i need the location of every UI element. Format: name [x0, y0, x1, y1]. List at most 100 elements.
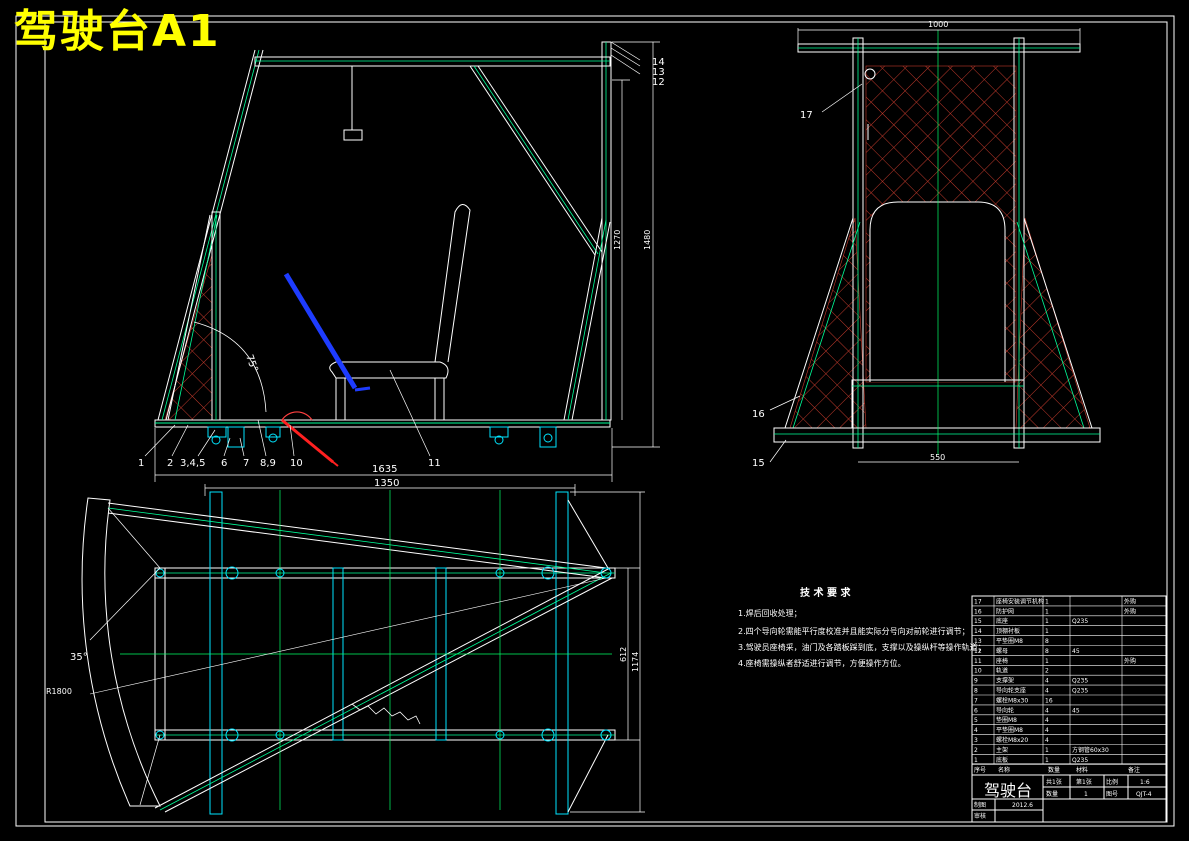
- side-label-13: 13: [652, 67, 665, 78]
- bom-cell-name: 螺栓M8x20: [996, 736, 1028, 744]
- bom-sheet-label: 共1张: [1046, 778, 1062, 786]
- bom-cell-mat: Q235: [1072, 618, 1088, 625]
- bom-cell-mat: Q235: [1072, 678, 1088, 685]
- bom-cell-qty: 1: [1045, 757, 1049, 764]
- bom-cell-qty: 1: [1045, 598, 1049, 605]
- bom-cell-note: 外购: [1124, 657, 1136, 665]
- bom-sheet: 第1张: [1076, 778, 1092, 786]
- side-label-8-9: 8,9: [260, 458, 276, 469]
- side-label-1: 1: [138, 458, 144, 469]
- bom-cell-no: 11: [974, 658, 982, 665]
- bom-cell-name: 顶棚衬板: [996, 627, 1020, 635]
- bom-cell-qty: 8: [1045, 648, 1049, 655]
- bom-cell-name: 防护网: [996, 607, 1014, 615]
- bom-cell-qty: 1: [1045, 658, 1049, 665]
- bom-cell-qty: 4: [1045, 707, 1049, 714]
- bom-cell-mat: 45: [1072, 707, 1080, 714]
- bom-header-note: 备注: [1128, 766, 1140, 774]
- bom-title: 驾驶台: [984, 781, 1032, 800]
- bom-cell-name: 螺母: [996, 647, 1008, 655]
- cabin-door: [869, 201, 1006, 382]
- swing-arc: [81, 497, 161, 807]
- side-label-10: 10: [290, 458, 303, 469]
- dim-612: 612: [619, 647, 628, 662]
- bom-cell-no: 5: [974, 717, 978, 724]
- bom-drawn-label: 制图: [974, 801, 986, 809]
- bom-cell-no: 16: [974, 608, 982, 615]
- bom-cell-name: 座椅安装调节机构: [996, 597, 1044, 605]
- front-view: 1000 550 17 16 15: [752, 20, 1101, 469]
- bom-cell-no: 13: [974, 638, 982, 645]
- bom-cell-name: 轨道: [996, 667, 1008, 675]
- bom-header-name: 名称: [998, 766, 1010, 774]
- bom-cell-note: 外购: [1124, 597, 1136, 605]
- bom-cell-no: 4: [974, 727, 978, 734]
- bom-header-mat: 材料: [1076, 766, 1088, 774]
- bom-cell-qty: 1: [1045, 608, 1049, 615]
- bom-cell-no: 10: [974, 668, 982, 675]
- bom-cell-qty: 1: [1045, 618, 1049, 625]
- bom-cell-qty: 8: [1045, 638, 1049, 645]
- bom-cell-name: 导向轮: [996, 706, 1014, 714]
- side-label-3-4-5: 3,4,5: [180, 458, 205, 469]
- side-label-6: 6: [221, 458, 227, 469]
- tech-requirements: 技 术 要 求 1.焊后回收处理； 2.四个导向轮需能平行度校准并且能实际分号向…: [738, 586, 986, 668]
- bom-cell-no: 9: [974, 678, 978, 685]
- side-label-7: 7: [243, 458, 249, 469]
- outer-frame: [15, 15, 1175, 827]
- tech-item-4: 4.座椅需操纵者舒适进行调节，方便操作方位。: [738, 658, 906, 668]
- side-view: 75° 1 2 3,4,5 6 7: [138, 41, 665, 482]
- bom-qty: 1: [1084, 791, 1088, 798]
- bom-drawing-no: QJT-4: [1136, 791, 1152, 798]
- angle-35: 35°: [70, 652, 88, 663]
- bom-cell-name: 底座: [996, 617, 1008, 625]
- pedal: [281, 418, 334, 464]
- bom-cell-note: 外购: [1124, 607, 1136, 615]
- bom-cell-no: 14: [974, 628, 982, 635]
- bom-header-no: 序号: [974, 766, 986, 774]
- bom-cell-qty: 4: [1045, 717, 1049, 724]
- bom-cell-no: 2: [974, 747, 978, 754]
- bom-cell-qty: 4: [1045, 678, 1049, 685]
- lamp-icon: [343, 129, 363, 141]
- dim-1635: 1635: [372, 464, 397, 475]
- side-label-12: 12: [652, 77, 665, 88]
- front-label-15: 15: [752, 458, 765, 469]
- bom-cell-qty: 4: [1045, 727, 1049, 734]
- tech-item-1: 1.焊后回收处理；: [738, 608, 802, 618]
- tech-item-2: 2.四个导向轮需能平行度校准并且能实际分号向对前轮进行调节；: [738, 626, 970, 636]
- bom-cell-name: 导向轮支座: [996, 687, 1026, 695]
- dim-1480: 1480: [643, 230, 652, 250]
- bom-qty-label: 数量: [1046, 790, 1058, 798]
- side-label-2: 2: [167, 458, 173, 469]
- bom-drawing-no-label: 图号: [1106, 791, 1118, 798]
- bom-cell-mat: 方钢管60x30: [1072, 746, 1109, 754]
- bom-cell-name: 垫圈M8: [996, 716, 1017, 724]
- bom-date: 2012.6: [1012, 802, 1033, 809]
- steering-column: [283, 272, 358, 390]
- front-post: [157, 49, 256, 421]
- inner-frame: [44, 21, 1168, 823]
- dim-1000: 1000: [928, 20, 948, 29]
- bom-cell-name: 平垫圈M8: [996, 726, 1023, 734]
- drawing-title: 驾驶台A1: [14, 6, 221, 57]
- dim-550: 550: [930, 453, 945, 462]
- plan-view: 35° R1800 1350 612 1174: [46, 478, 645, 815]
- side-label-11: 11: [428, 458, 441, 469]
- bom-cell-name: 主架: [996, 746, 1008, 754]
- side-label-14: 14: [652, 57, 665, 68]
- bom-cell-no: 12: [974, 648, 982, 655]
- bom-cell-no: 6: [974, 707, 978, 714]
- dim-1350: 1350: [374, 478, 399, 489]
- tech-item-3: 3.驾驶员座椅采，油门及各踏板踩到底，支撑以及操纵杆等操作轨道；: [738, 642, 986, 652]
- front-base: [773, 427, 1101, 443]
- bom-cell-no: 15: [974, 618, 982, 625]
- bom-cell-no: 8: [974, 688, 978, 695]
- bom-cell-qty: 4: [1045, 737, 1049, 744]
- bom-cell-qty: 2: [1045, 668, 1049, 675]
- bom-cell-qty: 1: [1045, 747, 1049, 754]
- dim-1174: 1174: [631, 652, 640, 672]
- bom-cell-name: 座椅: [996, 657, 1008, 665]
